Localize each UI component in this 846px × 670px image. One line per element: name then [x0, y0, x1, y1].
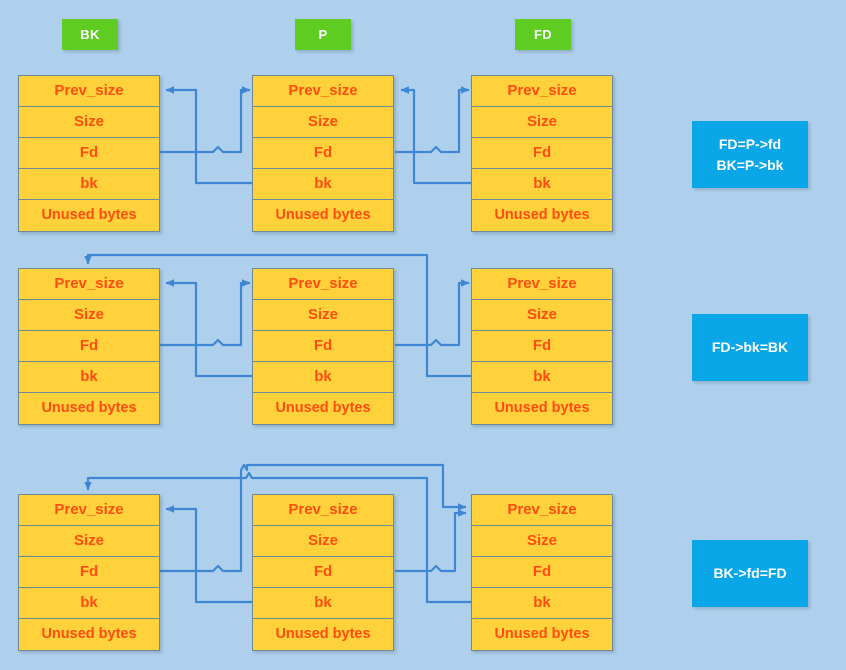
chunk-field-bk: bk	[472, 169, 612, 200]
chunk-field-size: Size	[472, 107, 612, 138]
chunk-field-bk: bk	[472, 362, 612, 393]
chunk-field-prev-size: Prev_size	[19, 269, 159, 300]
chunk-field-unused-bytes: Unused bytes	[472, 200, 612, 231]
chunk-field-unused-bytes: Unused bytes	[19, 619, 159, 650]
chunk-field-fd: Fd	[472, 331, 612, 362]
chunk-field-size: Size	[472, 300, 612, 331]
wire-row1-fd-bk-to-p	[400, 86, 472, 185]
chunk-row3-p: Prev_size Size Fd bk Unused bytes	[252, 494, 394, 651]
chunk-field-fd: Fd	[19, 331, 159, 362]
chunk-row3-fd: Prev_size Size Fd bk Unused bytes	[471, 494, 613, 651]
pointer-tag-label: BK	[80, 27, 100, 42]
chunk-field-unused-bytes: Unused bytes	[253, 200, 393, 231]
chunk-field-prev-size: Prev_size	[253, 76, 393, 107]
chunk-field-prev-size: Prev_size	[253, 495, 393, 526]
chunk-field-unused-bytes: Unused bytes	[472, 393, 612, 424]
wire-row3-p-bk-to-bk	[165, 505, 253, 604]
callout-line: FD->bk=BK	[711, 339, 789, 356]
chunk-row2-fd: Prev_size Size Fd bk Unused bytes	[471, 268, 613, 425]
chunk-field-bk: bk	[253, 169, 393, 200]
callout-line: BK=P->bk	[716, 156, 784, 173]
chunk-row2-bk: Prev_size Size Fd bk Unused bytes	[18, 268, 160, 425]
chunk-row2-p: Prev_size Size Fd bk Unused bytes	[252, 268, 394, 425]
pointer-tag-label: FD	[534, 27, 552, 42]
pointer-tag-fd: FD	[515, 19, 571, 50]
chunk-field-prev-size: Prev_size	[472, 269, 612, 300]
chunk-field-bk: bk	[253, 588, 393, 619]
chunk-field-fd: Fd	[253, 331, 393, 362]
chunk-field-fd: Fd	[253, 557, 393, 588]
chunk-field-unused-bytes: Unused bytes	[253, 393, 393, 424]
chunk-field-bk: bk	[472, 588, 612, 619]
chunk-field-fd: Fd	[472, 557, 612, 588]
chunk-field-prev-size: Prev_size	[19, 495, 159, 526]
chunk-field-prev-size: Prev_size	[472, 76, 612, 107]
callout-row1: FD=P->fd BK=P->bk	[692, 121, 808, 188]
pointer-tag-bk: BK	[62, 19, 118, 50]
wire-row1-p-fd-to-fd	[395, 86, 470, 154]
chunk-field-fd: Fd	[253, 138, 393, 169]
chunk-field-size: Size	[19, 107, 159, 138]
chunk-field-prev-size: Prev_size	[472, 495, 612, 526]
callout-row2: FD->bk=BK	[692, 314, 808, 381]
wire-row1-p-bk-to-bk	[165, 86, 253, 185]
chunk-field-size: Size	[253, 107, 393, 138]
chunk-field-size: Size	[19, 300, 159, 331]
pointer-tag-p: P	[295, 19, 351, 50]
chunk-field-unused-bytes: Unused bytes	[253, 619, 393, 650]
callout-row3: BK->fd=FD	[692, 540, 808, 607]
chunk-row3-bk: Prev_size Size Fd bk Unused bytes	[18, 494, 160, 651]
chunk-field-bk: bk	[253, 362, 393, 393]
chunk-field-prev-size: Prev_size	[253, 269, 393, 300]
chunk-field-unused-bytes: Unused bytes	[19, 393, 159, 424]
wire-row2-p-fd-to-fd	[395, 279, 470, 347]
chunk-field-size: Size	[19, 526, 159, 557]
chunk-field-fd: Fd	[472, 138, 612, 169]
chunk-row1-p: Prev_size Size Fd bk Unused bytes	[252, 75, 394, 232]
chunk-field-size: Size	[472, 526, 612, 557]
wire-row2-p-bk-to-bk	[165, 279, 253, 378]
chunk-field-prev-size: Prev_size	[19, 76, 159, 107]
wire-row3-p-fd-to-fd	[395, 509, 467, 573]
chunk-field-bk: bk	[19, 169, 159, 200]
chunk-row1-bk: Prev_size Size Fd bk Unused bytes	[18, 75, 160, 232]
chunk-field-fd: Fd	[19, 138, 159, 169]
wire-row2-bk-fd-to-p	[160, 279, 251, 347]
pointer-tag-label: P	[318, 27, 328, 42]
chunk-field-unused-bytes: Unused bytes	[19, 200, 159, 231]
wire-row1-bk-fd-to-p	[160, 86, 251, 154]
chunk-field-bk: bk	[19, 362, 159, 393]
chunk-field-size: Size	[253, 300, 393, 331]
chunk-row1-fd: Prev_size Size Fd bk Unused bytes	[471, 75, 613, 232]
chunk-field-size: Size	[253, 526, 393, 557]
chunk-field-bk: bk	[19, 588, 159, 619]
chunk-field-fd: Fd	[19, 557, 159, 588]
callout-line: BK->fd=FD	[713, 565, 787, 582]
callout-line: FD=P->fd	[718, 136, 782, 153]
chunk-field-unused-bytes: Unused bytes	[472, 619, 612, 650]
